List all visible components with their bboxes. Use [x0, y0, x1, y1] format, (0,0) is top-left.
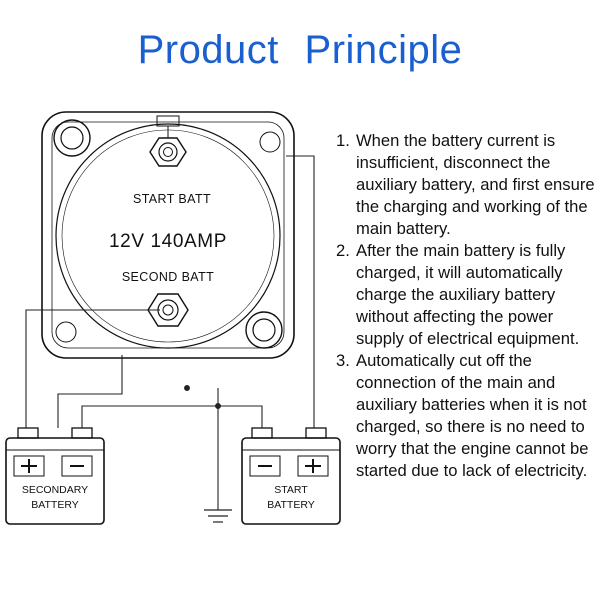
step-text: Automatically cut off the connection of … — [356, 351, 589, 480]
principle-steps: 1. When the battery current is insuffici… — [336, 130, 598, 482]
step-item: 1. When the battery current is insuffici… — [336, 130, 598, 240]
mounting-hole-bottom-right-icon — [245, 311, 283, 349]
rating-label: 12V 140AMP — [109, 231, 227, 252]
wiring — [25, 155, 315, 510]
step-number: 2. — [336, 241, 350, 260]
wire-start-batt — [286, 155, 315, 428]
start-battery-label-line1: START — [274, 484, 308, 496]
ground-node-icon — [215, 403, 221, 409]
second-batt-label: SECOND BATT — [122, 270, 214, 284]
ground-icon — [204, 509, 232, 523]
step-text: After the main battery is fully charged,… — [356, 241, 580, 348]
mounting-hole-top-right-icon — [259, 131, 281, 153]
mounting-hole-top-left-icon — [53, 119, 91, 157]
secondary-battery-icon — [5, 427, 105, 525]
page-title: Product Principle — [137, 28, 463, 72]
wire-relay-ground — [57, 355, 123, 428]
start-battery-label-line2: BATTERY — [267, 499, 314, 511]
start-terminal-icon — [149, 115, 187, 167]
start-batt-label: START BATT — [133, 192, 211, 206]
step-number: 1. — [336, 131, 350, 150]
step-item: 2. After the main battery is fully charg… — [336, 240, 598, 350]
start-battery-icon — [241, 427, 341, 525]
relay-outer-frame — [41, 111, 295, 359]
relay-dial — [55, 123, 281, 349]
relay-device — [41, 111, 295, 359]
wire-ground-bus — [81, 405, 263, 428]
step-text: When the battery current is insufficient… — [356, 131, 595, 238]
wire-second-batt — [25, 309, 160, 428]
secondary-battery-label-line1: SECONDARY — [22, 484, 88, 496]
step-number: 3. — [336, 351, 350, 370]
step-item: 3. Automatically cut off the connection … — [336, 350, 598, 482]
secondary-battery-label-line2: BATTERY — [31, 499, 78, 511]
mounting-hole-bottom-left-icon — [55, 321, 77, 343]
ignition-point-icon — [184, 385, 190, 391]
